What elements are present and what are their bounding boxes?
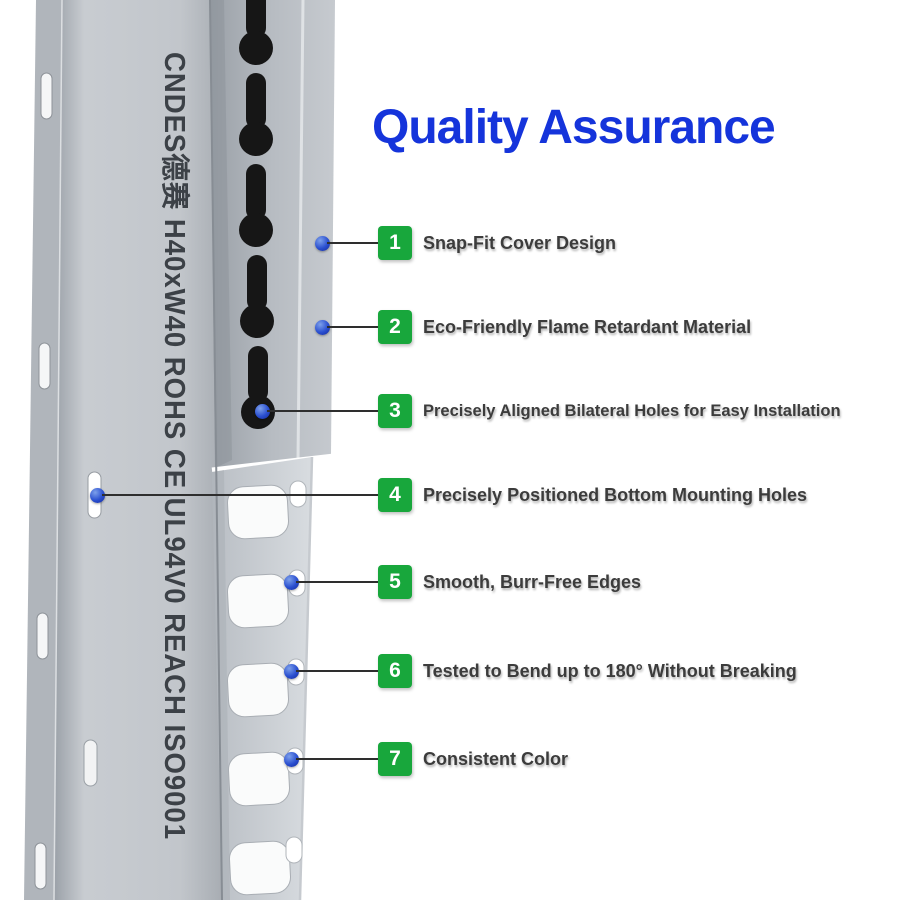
feature-number-badge: 4 xyxy=(378,478,412,512)
feature-number-badge: 2 xyxy=(378,310,412,344)
feature-row-6: 6 Tested to Bend up to 180° Without Brea… xyxy=(284,654,797,688)
leader-line xyxy=(102,494,378,496)
feature-row-3: 3 Precisely Aligned Bilateral Holes for … xyxy=(255,394,841,428)
leader-line xyxy=(327,242,378,244)
feature-number-badge: 7 xyxy=(378,742,412,776)
pointer-dot xyxy=(315,235,330,251)
feature-number-badge: 3 xyxy=(378,394,412,428)
bottom-mounting-hole xyxy=(83,739,98,787)
feature-label: Snap-Fit Cover Design xyxy=(423,232,617,253)
leader-line xyxy=(296,670,378,672)
keyhole-slot xyxy=(239,164,273,247)
feature-label: Precisely Aligned Bilateral Holes for Ea… xyxy=(423,401,841,420)
mounting-hole xyxy=(38,342,51,390)
feature-number-badge: 5 xyxy=(378,565,412,599)
keyhole-slot xyxy=(239,73,273,156)
keyhole-slot-group xyxy=(239,0,275,429)
pointer-dot xyxy=(90,487,105,503)
mounting-hole-group xyxy=(34,72,53,890)
page-title: Quality Assurance xyxy=(372,101,776,154)
edge-notch xyxy=(285,836,303,864)
pointer-dot xyxy=(284,574,299,590)
cover-edge-highlight xyxy=(296,0,305,461)
duct-product-image: CNDES德赛 H40xW40 ROHS CE UL94V0 REACH ISO… xyxy=(24,0,335,900)
open-edge-highlight xyxy=(298,456,314,900)
feature-number-badge: 1 xyxy=(378,226,412,260)
leader-line xyxy=(296,581,378,583)
finger-slot-group xyxy=(226,484,292,896)
feature-number-badge: 6 xyxy=(378,654,412,688)
mounting-hole xyxy=(34,842,47,890)
leader-line xyxy=(296,758,378,760)
feature-row-4: 4 Precisely Positioned Bottom Mounting H… xyxy=(90,478,807,512)
feature-row-7: 7 Consistent Color xyxy=(284,742,568,776)
pointer-dot xyxy=(284,663,299,679)
mounting-hole xyxy=(40,72,53,120)
leader-line xyxy=(267,410,378,412)
finger-slot xyxy=(226,662,290,718)
front-right-corner xyxy=(209,0,223,900)
feature-row-2: 2 Eco-Friendly Flame Retardant Material xyxy=(315,310,751,344)
pointer-dot xyxy=(315,319,330,335)
pointer-dot xyxy=(255,403,270,419)
finger-slot xyxy=(226,484,290,540)
mounting-hole xyxy=(36,612,49,660)
feature-row-1: 1 Snap-Fit Cover Design xyxy=(315,226,616,260)
keyhole-slot xyxy=(240,255,274,338)
feature-label: Tested to Bend up to 180° Without Breaki… xyxy=(423,660,797,681)
keyhole-slot xyxy=(239,0,273,65)
duct-front-face xyxy=(54,0,222,900)
duct-open-inner-shadow xyxy=(212,470,230,900)
front-left-corner-highlight xyxy=(53,0,63,900)
duct-left-face xyxy=(24,0,62,900)
finger-slot xyxy=(228,840,292,896)
duct-marking-text: CNDES德赛 H40xW40 ROHS CE UL94V0 REACH ISO… xyxy=(158,52,192,840)
feature-label: Smooth, Burr-Free Edges xyxy=(423,571,642,592)
feature-label: Eco-Friendly Flame Retardant Material xyxy=(423,316,752,337)
feature-label: Consistent Color xyxy=(423,748,569,769)
leader-line xyxy=(327,326,378,328)
feature-label: Precisely Positioned Bottom Mounting Hol… xyxy=(423,484,808,505)
feature-row-5: 5 Smooth, Burr-Free Edges xyxy=(284,565,641,599)
finger-slot xyxy=(226,573,290,629)
pointer-dot xyxy=(284,751,299,767)
finger-slot xyxy=(227,751,291,807)
